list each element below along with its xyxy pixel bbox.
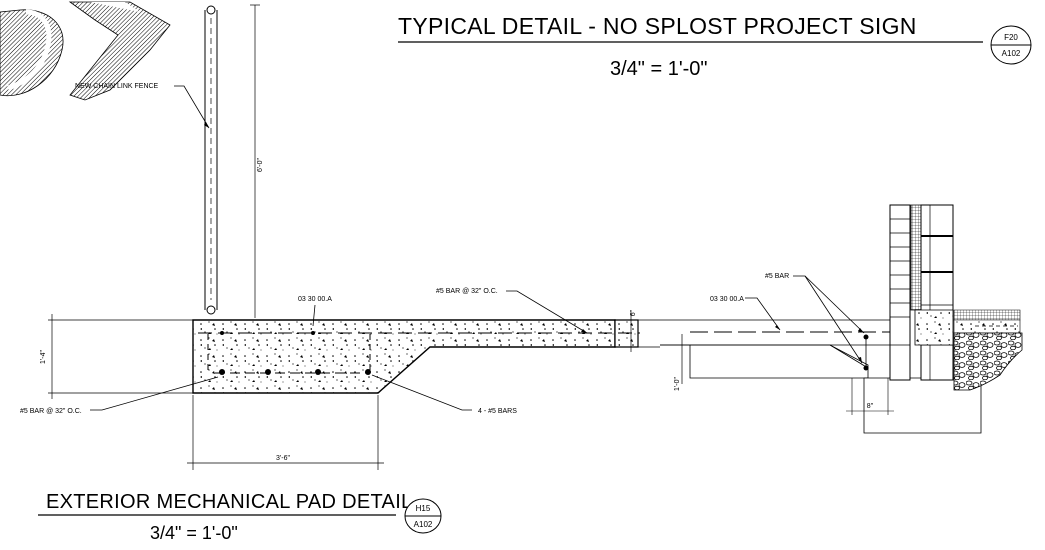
pad-ref-sheet: H15 [416, 504, 431, 513]
sign-detail-scale: 3/4" = 1'-0" [610, 58, 708, 80]
pad-width-dimension: 3'-6" [276, 455, 290, 462]
sign-detail-ref-bubble[interactable]: F20 A102 [990, 25, 1032, 65]
bar-spacing-bottom-label: #5 BAR @ 32" O.C. [20, 408, 82, 415]
pad-ref-page: A102 [414, 520, 433, 529]
mechanical-pad-detail: 6'-0" NEW CHAIN LINK FENCE 03 30 00.A #5… [20, 5, 660, 543]
sign-ref-page: A102 [1002, 49, 1021, 58]
new-fence-label: NEW CHAIN LINK FENCE [75, 83, 159, 90]
footing-depth-dimension: 1'-0" [674, 377, 681, 391]
footing-detail: 8" 1'-0" #5 BAR [660, 205, 1022, 433]
pad-detail-title-block: EXTERIOR MECHANICAL PAD DETAIL 3/4" = 1'… [38, 491, 442, 543]
spec-left-label: 03 30 00.A [298, 296, 332, 303]
four-bars-label: 4 - #5 BARS [478, 408, 517, 415]
bar-spacing-top-label: #5 BAR @ 32" O.C. [436, 288, 498, 295]
cmu-wall [890, 205, 910, 380]
gravel-base [954, 333, 1022, 390]
slab-thickness-dimension: 6" [630, 309, 637, 316]
spec-right-label: 03 30 00.A [710, 296, 744, 303]
pad-detail-ref-bubble[interactable]: H15 A102 [404, 498, 442, 534]
pad-height-dimension: 1'-4" [40, 350, 47, 364]
watermark-hatched-logo [0, 2, 170, 100]
sign-ref-sheet: F20 [1004, 33, 1018, 42]
fence-height-dimension: 6'-0" [257, 158, 264, 172]
footing-width-dimension: 8" [867, 403, 874, 410]
concrete-pad [193, 320, 615, 393]
sign-detail-title: TYPICAL DETAIL - NO SPLOST PROJECT SIGN [398, 13, 917, 39]
pad-detail-title: EXTERIOR MECHANICAL PAD DETAIL [46, 491, 412, 513]
pad-rebar-dots [219, 331, 371, 375]
insulation [911, 205, 921, 310]
bar-label-right: #5 BAR [765, 273, 789, 280]
pad-detail-scale: 3/4" = 1'-0" [150, 523, 238, 543]
fence-post [205, 5, 260, 318]
sign-detail-title-block: TYPICAL DETAIL - NO SPLOST PROJECT SIGN … [398, 13, 1032, 80]
